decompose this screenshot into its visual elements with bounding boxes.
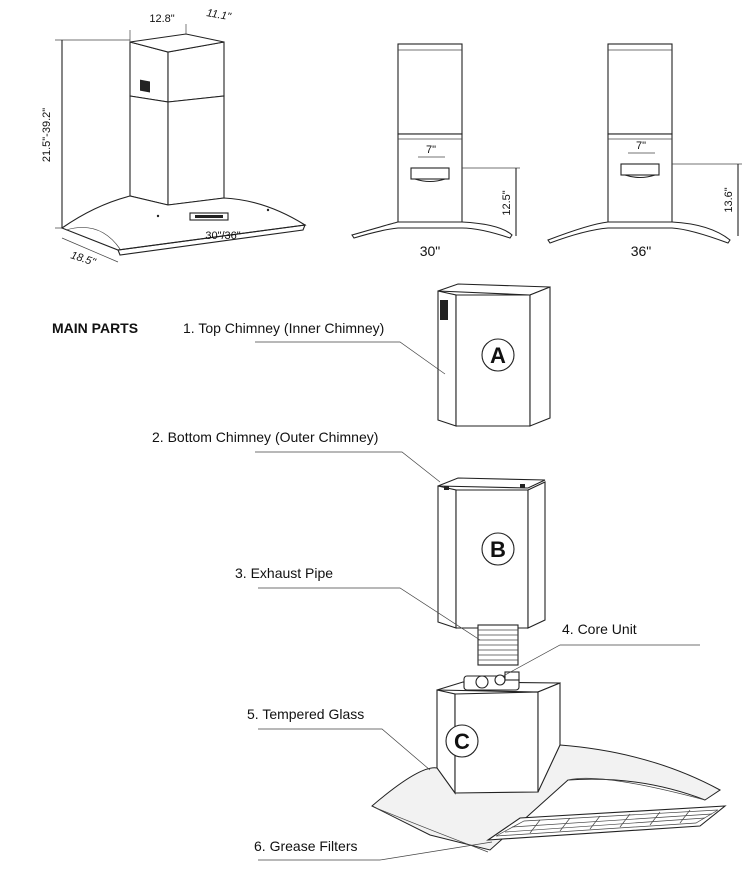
duct-width-30: 7" bbox=[426, 144, 436, 156]
height-range-dimension: 21.5"-39.2" bbox=[41, 108, 53, 162]
hood-width-dimension: 30"/36" bbox=[205, 230, 240, 242]
part-6-label: 6. Grease Filters bbox=[254, 838, 357, 854]
hood-depth-dimension: 18.5" bbox=[69, 249, 98, 269]
part-2-label: 2. Bottom Chimney (Outer Chimney) bbox=[152, 429, 378, 445]
width-label-30: 30" bbox=[420, 243, 441, 259]
part-1-label: 1. Top Chimney (Inner Chimney) bbox=[183, 320, 384, 336]
height-dimension-36: 13.6" bbox=[723, 187, 735, 212]
grease-filters-part: 6. Grease Filters bbox=[254, 805, 727, 861]
width-label-36: 36" bbox=[631, 243, 652, 259]
front-view-30: 7" 12.5" 30" bbox=[351, 43, 520, 259]
exhaust-pipe-part: 3. Exhaust Pipe bbox=[235, 565, 519, 666]
front-view-36: 7" 13.6" 36" bbox=[547, 43, 742, 259]
width-dimension: 12.8" bbox=[149, 13, 174, 25]
depth-dimension: 11.1" bbox=[205, 7, 232, 23]
part-5-label: 5. Tempered Glass bbox=[247, 706, 364, 722]
top-chimney-part: A 1. Top Chimney (Inner Chimney) bbox=[183, 283, 551, 427]
part-a-letter: A bbox=[490, 343, 506, 368]
main-parts-heading: MAIN PARTS bbox=[52, 320, 138, 336]
isometric-hood-view: 21.5"-39.2" 12.8" 11.1" 18.5" 30"/36" bbox=[41, 7, 307, 269]
core-unit-part: C 4. Core Unit 5. Tempered Glass bbox=[247, 621, 721, 853]
part-c-letter: C bbox=[454, 729, 470, 754]
bottom-chimney-part: B 2. Bottom Chimney (Outer Chimney) bbox=[152, 429, 546, 629]
part-4-label: 4. Core Unit bbox=[562, 621, 637, 637]
height-dimension-30: 12.5" bbox=[501, 190, 513, 215]
duct-width-36: 7" bbox=[636, 140, 646, 152]
part-b-letter: B bbox=[490, 537, 506, 562]
part-3-label: 3. Exhaust Pipe bbox=[235, 565, 333, 581]
